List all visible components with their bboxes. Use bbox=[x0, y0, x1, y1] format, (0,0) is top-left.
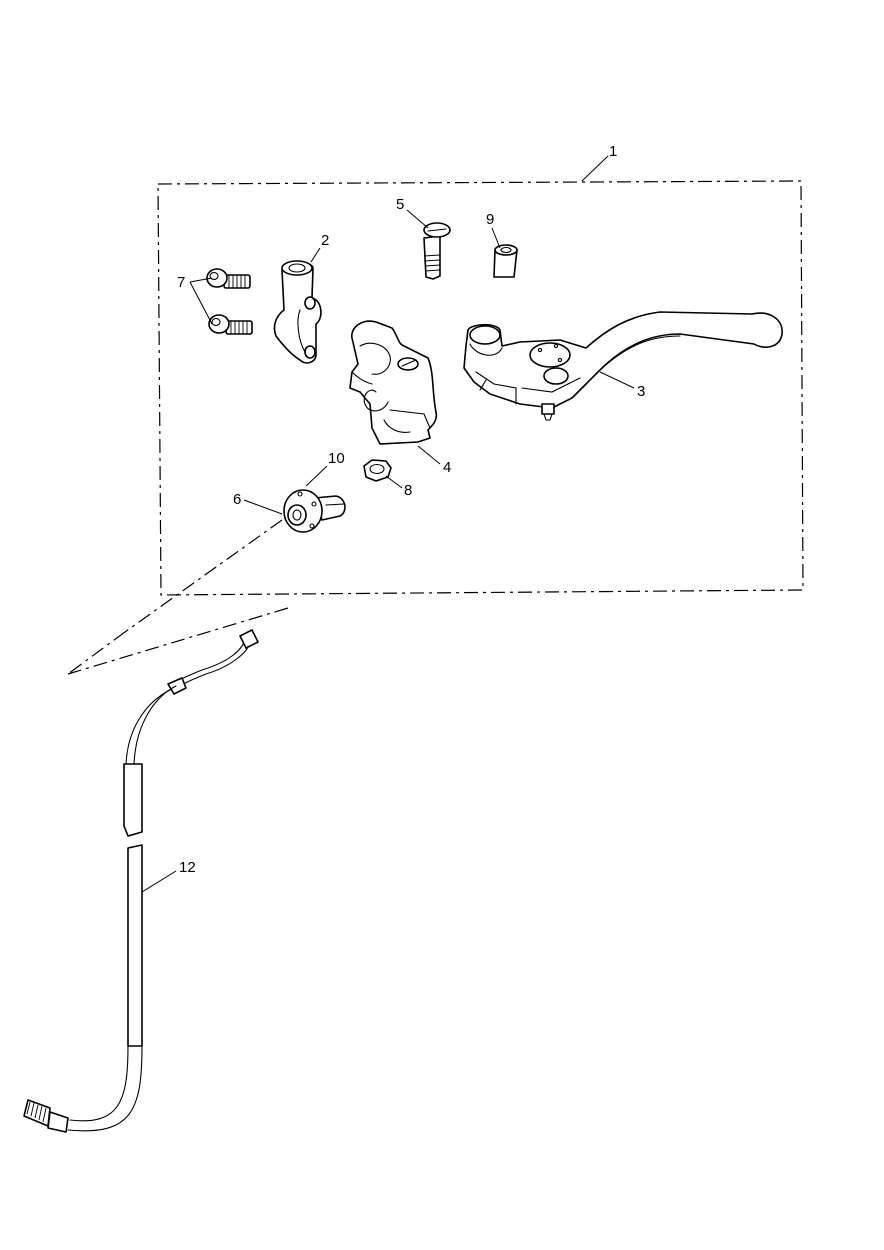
part-6-adjuster bbox=[283, 489, 323, 533]
part-9-spacer bbox=[493, 244, 518, 278]
part-7-screw-lower bbox=[208, 314, 253, 335]
leader-lines bbox=[141, 155, 635, 893]
part-12-cable bbox=[23, 629, 259, 1133]
part-8-nut bbox=[363, 459, 392, 482]
assembly-boundary bbox=[157, 180, 804, 596]
callout-6: 6 bbox=[233, 491, 241, 508]
part-7-screw-upper bbox=[206, 268, 251, 289]
callout-10: 10 bbox=[328, 450, 345, 467]
part-5-pivot-bolt bbox=[423, 222, 451, 280]
callout-9: 9 bbox=[486, 211, 494, 228]
projection-lines bbox=[67, 519, 289, 675]
callout-2: 2 bbox=[321, 232, 329, 249]
callout-7: 7 bbox=[177, 274, 185, 291]
callout-8: 8 bbox=[404, 482, 412, 499]
part-2-clamp bbox=[273, 260, 322, 364]
callout-3: 3 bbox=[637, 383, 645, 400]
callout-1: 1 bbox=[609, 143, 617, 160]
callout-5: 5 bbox=[396, 196, 404, 213]
part-3-lever bbox=[463, 311, 783, 421]
callout-12: 12 bbox=[179, 859, 196, 876]
part-4-bracket bbox=[349, 320, 438, 445]
callout-4: 4 bbox=[443, 459, 451, 476]
